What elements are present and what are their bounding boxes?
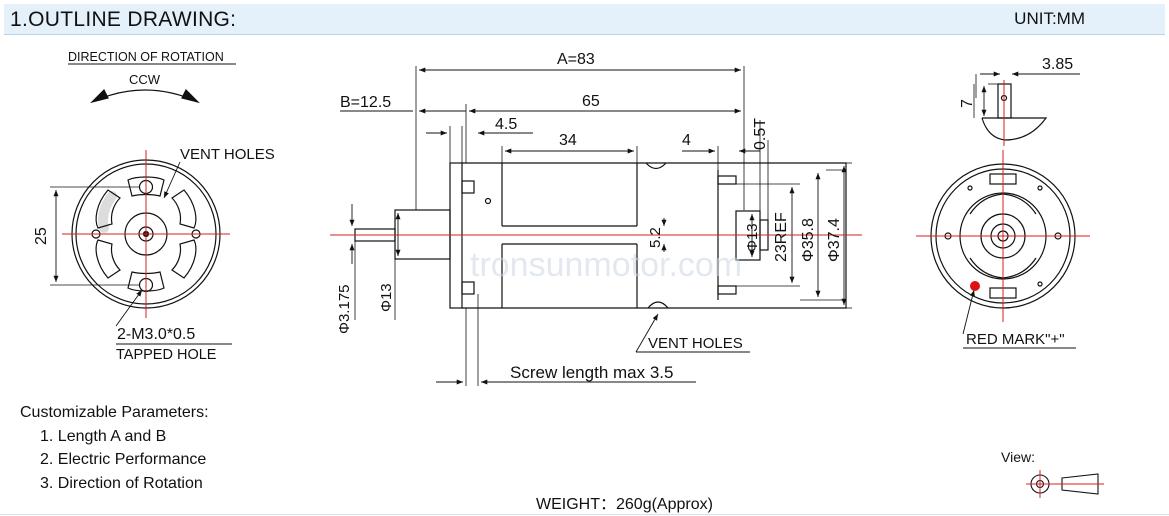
rotation-label: DIRECTION OF ROTATION — [68, 50, 224, 64]
dim-0-5t: 0.5T — [752, 118, 769, 150]
page-title: 1.OUTLINE DRAWING: — [10, 8, 237, 31]
notes-title: Customizable Parameters: — [20, 404, 209, 421]
dim-7: 7 — [959, 99, 976, 108]
vent-holes-label-left: VENT HOLES — [180, 146, 275, 163]
dim-34: 34 — [559, 132, 577, 149]
right-rear-view — [930, 71, 1080, 349]
dim-phi37-4: Φ37.4 — [826, 218, 843, 262]
dim-25: 25 — [33, 227, 50, 245]
dim-4: 4 — [682, 132, 691, 149]
dim-23ref: 23REF — [773, 212, 790, 262]
dim-5-2: 5.2 — [647, 227, 664, 248]
red-mark — [970, 281, 980, 291]
notes-item: 3. Direction of Rotation — [40, 474, 203, 492]
unit-label: UNIT:MM — [1014, 9, 1085, 28]
bottom-divider — [0, 514, 1169, 515]
dim-phi35-8: Φ35.8 — [800, 218, 817, 262]
watermark: tronsunmotor.com — [470, 246, 742, 284]
ccw-label: CCW — [129, 72, 161, 87]
dim-A: A=83 — [557, 51, 595, 68]
view-symbol-center — [1026, 470, 1104, 498]
thread-label: 2-M3.0*0.5 — [117, 326, 195, 343]
dim-4-5: 4.5 — [495, 116, 517, 133]
dim-3-85: 3.85 — [1042, 56, 1073, 73]
dim-65: 65 — [582, 93, 600, 110]
weight-label: WEIGHT：260g(Approx) — [536, 496, 713, 513]
tapped-hole-label: TAPPED HOLE — [116, 347, 217, 363]
right-center-lines — [916, 80, 1090, 322]
dim-B: B=12.5 — [340, 94, 391, 111]
custom-parameters: Customizable Parameters: 1. Length A and… — [20, 401, 209, 495]
left-center-lines — [62, 150, 230, 318]
header-bar: 1.OUTLINE DRAWING: UNIT:MM — [4, 4, 1165, 35]
dim-phi13-left: Φ13 — [378, 283, 395, 312]
dim-phi13-right: Φ13 — [744, 223, 761, 252]
vent-holes-label-side: VENT HOLES — [648, 335, 743, 352]
notes-item: 2. Electric Performance — [40, 451, 207, 468]
view-label: View: — [1001, 449, 1035, 465]
red-mark-label: RED MARK"+" — [966, 331, 1065, 348]
left-front-view — [50, 63, 236, 345]
screw-length-label: Screw length max 3.5 — [510, 363, 673, 382]
dim-phi3-175: Φ3.175 — [336, 284, 353, 334]
notes-item: 1. Length A and B — [40, 427, 167, 445]
